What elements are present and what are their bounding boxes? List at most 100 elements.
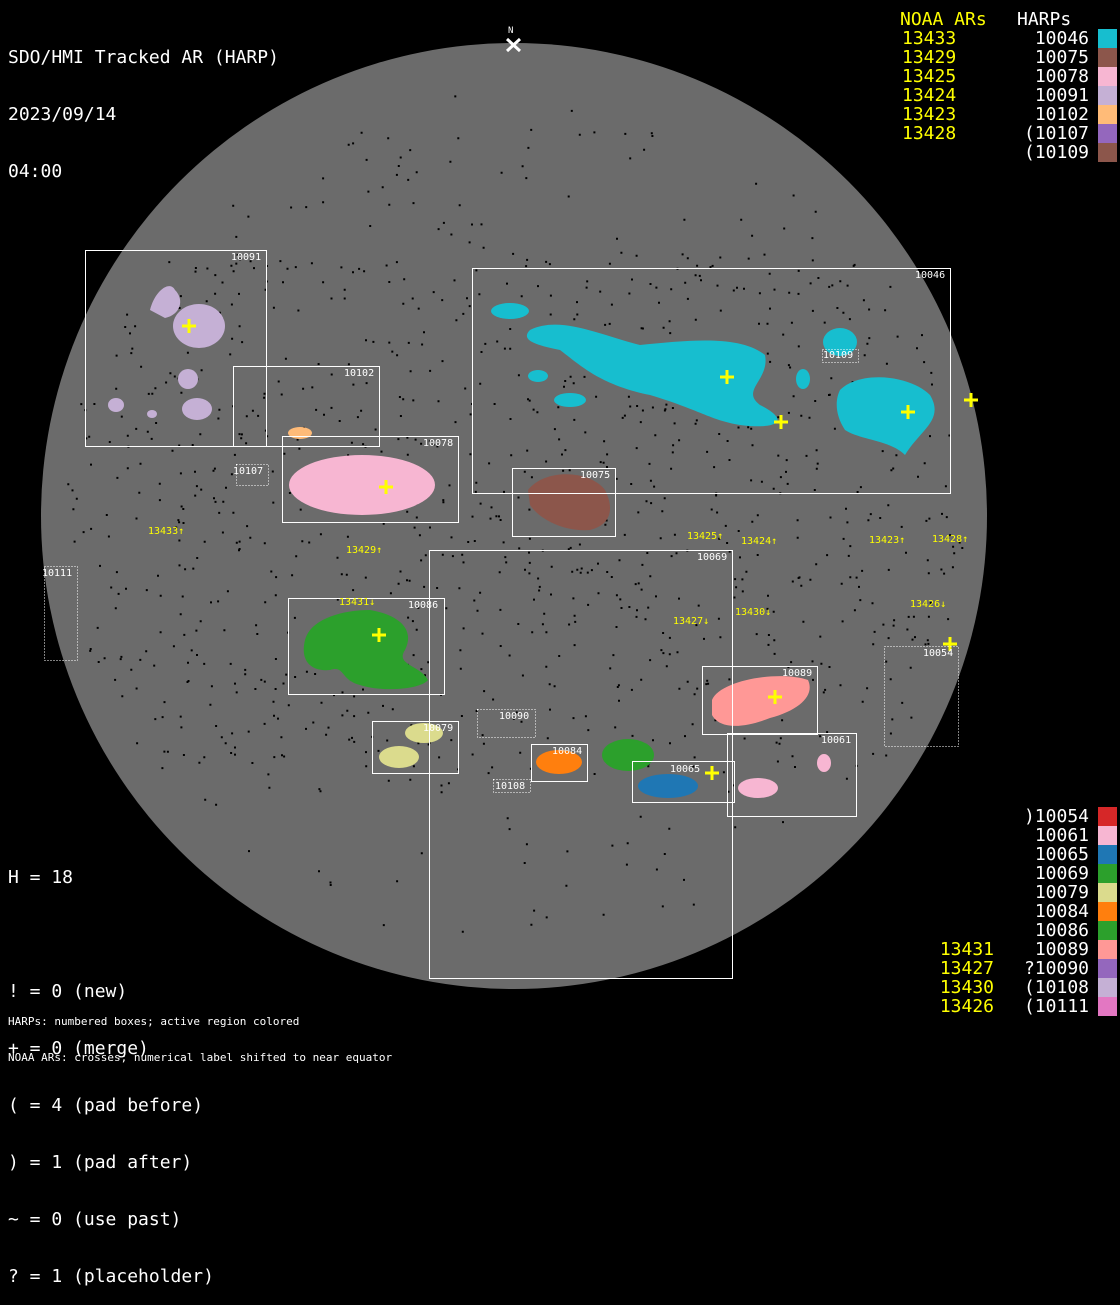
harp-number: 10091	[1034, 85, 1089, 106]
color-swatch	[1098, 807, 1117, 826]
noaa-labels: 13433↑ 13429↑ 13425↑ 13424↑ 13423↑ 13428…	[148, 526, 968, 627]
region-10061	[738, 778, 778, 798]
harp-box-10046: 10046	[472, 268, 951, 494]
harp-number: 10078	[1034, 66, 1089, 87]
color-swatch	[1098, 124, 1117, 143]
color-swatch	[1098, 940, 1117, 959]
harp-header: HARPs	[1017, 9, 1072, 30]
harp-number: (10111	[1023, 996, 1089, 1017]
north-marker: N	[505, 26, 522, 53]
noaa-number: 13430	[939, 977, 994, 998]
svg-text:10089: 10089	[782, 668, 812, 679]
noaa-crosses	[182, 319, 978, 780]
color-swatch	[1098, 29, 1117, 48]
title-block: SDO/HMI Tracked AR (HARP) 2023/09/14 04:…	[8, 10, 279, 200]
noaa-number: 13425	[902, 66, 957, 87]
noaa-cross-icon	[943, 637, 957, 651]
svg-text:10075: 10075	[580, 470, 610, 481]
svg-text:10065: 10065	[670, 764, 700, 775]
color-swatch	[1098, 883, 1117, 902]
svg-text:10086: 10086	[408, 600, 438, 611]
harp-box-10089: 10089	[702, 666, 818, 735]
harp-number: 10046	[1034, 28, 1089, 49]
svg-text:13425↑: 13425↑	[687, 531, 723, 542]
harp-number: 10065	[1034, 844, 1089, 865]
color-swatch	[1098, 105, 1117, 124]
date: 2023/09/14	[8, 104, 117, 125]
svg-text:10108: 10108	[495, 781, 525, 792]
stat-line: ) = 1 (pad after)	[8, 1152, 193, 1173]
noaa-number: 13431	[939, 939, 994, 960]
region-10084	[536, 750, 582, 774]
svg-text:10079: 10079	[423, 723, 453, 734]
harp-box-10108: 10108	[493, 779, 531, 793]
solar-disk	[41, 43, 987, 989]
harp-number: 10069	[1034, 863, 1089, 884]
harp-box-10061: 10061	[727, 733, 857, 817]
svg-text:10102: 10102	[344, 368, 374, 379]
harp-number: 10089	[1034, 939, 1089, 960]
noaa-cross-icon	[720, 370, 734, 384]
noaa-number: 13426	[939, 996, 994, 1017]
harp-number: 10079	[1034, 882, 1089, 903]
color-swatch	[1098, 978, 1117, 997]
svg-text:10069: 10069	[697, 552, 727, 563]
svg-text:13424↑: 13424↑	[741, 536, 777, 547]
note-noaa: NOAA ARs: crosses; numerical label shift…	[8, 1051, 393, 1064]
solar-disk-map: N 10091 10102 10078 10107 10046 10109 10…	[41, 26, 987, 989]
stat-line: ! = 0 (new)	[8, 981, 128, 1002]
harp-box-10065: 10065	[632, 761, 735, 803]
color-swatch	[1098, 959, 1117, 978]
region-10069	[602, 739, 654, 771]
svg-text:10091: 10091	[231, 252, 261, 263]
harp-number: )10054	[1023, 806, 1089, 827]
harp-box-10091: 10091	[85, 250, 267, 447]
svg-text:13427↓: 13427↓	[673, 616, 709, 627]
region-10079	[405, 723, 443, 743]
stat-line: ? = 1 (placeholder)	[8, 1266, 214, 1287]
svg-text:13428↑: 13428↑	[932, 534, 968, 545]
noaa-number: 13433	[902, 28, 957, 49]
harp-box-10111: 10111	[42, 566, 78, 661]
region-10086	[303, 610, 428, 690]
time: 04:00	[8, 161, 63, 182]
color-swatch	[1098, 67, 1117, 86]
svg-text:N: N	[508, 26, 513, 36]
harp-box-10086: 10086	[288, 598, 445, 695]
noaa-number: 13428	[902, 123, 957, 144]
noaa-cross-icon	[379, 480, 393, 494]
color-swatch	[1098, 48, 1117, 67]
title: SDO/HMI Tracked AR (HARP)	[8, 47, 279, 68]
noaa-number: 13427	[939, 958, 994, 979]
svg-text:10046: 10046	[915, 270, 945, 281]
harp-box-10079: 10079	[372, 721, 459, 774]
noaa-cross-icon	[768, 690, 782, 704]
svg-text:13430↓: 13430↓	[735, 607, 771, 618]
harp-count: H = 18	[8, 867, 74, 888]
harp-number: (10108	[1023, 977, 1089, 998]
harp-number: 10061	[1034, 825, 1089, 846]
svg-text:10111: 10111	[42, 568, 72, 579]
svg-text:13429↑: 13429↑	[346, 545, 382, 556]
harp-boxes: 10091 10102 10078 10107 10046 10109 1007…	[42, 250, 959, 979]
region-10075	[528, 474, 610, 531]
harp-box-10102: 10102	[233, 366, 380, 447]
svg-text:10090: 10090	[499, 711, 529, 722]
noaa-cross-icon	[372, 628, 386, 642]
harp-box-10109: 10109	[822, 349, 859, 363]
svg-text:13433↑: 13433↑	[148, 526, 184, 537]
region-10089	[712, 676, 810, 726]
harp-box-10078: 10078	[282, 436, 459, 523]
svg-text:10109: 10109	[823, 350, 853, 361]
region-10065	[638, 774, 698, 798]
svg-text:10054: 10054	[923, 648, 953, 659]
stat-line: ( = 4 (pad before)	[8, 1095, 204, 1116]
color-swatch	[1098, 845, 1117, 864]
harp-box-10084: 10084	[531, 744, 588, 782]
region-10102	[288, 427, 312, 439]
harp-box-10075: 10075	[512, 468, 616, 537]
harp-box-10069: 10069	[429, 550, 733, 979]
note-harps: HARPs: numbered boxes; active region col…	[8, 1015, 300, 1028]
svg-text:13431↓: 13431↓	[339, 597, 375, 608]
harp-number: (10107	[1023, 123, 1089, 144]
